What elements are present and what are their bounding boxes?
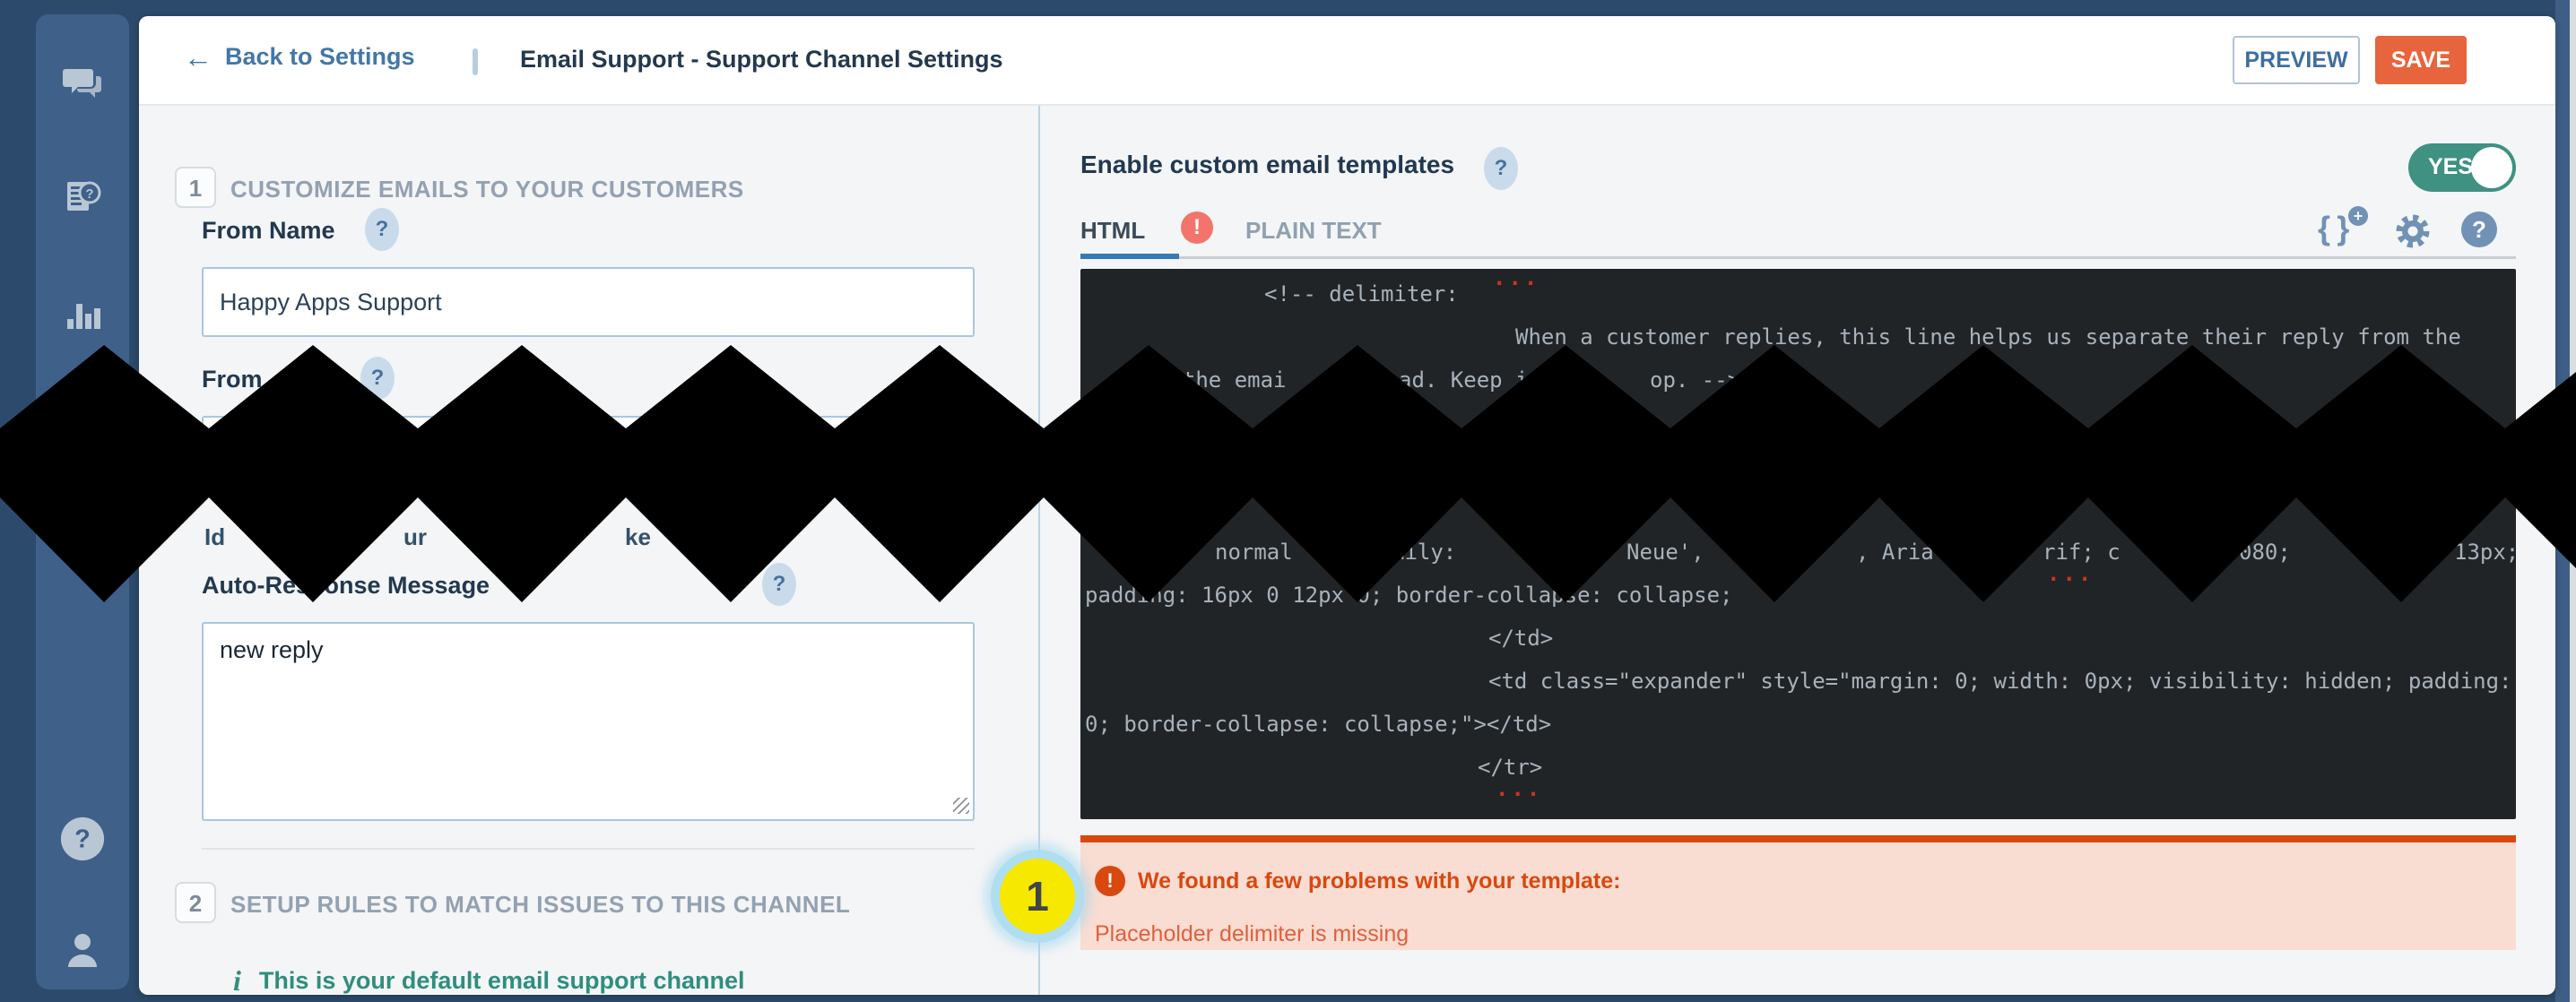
active-tab-underline xyxy=(1080,254,1179,259)
code-text: 080; xyxy=(2239,540,2291,565)
code-text: 0; border-collapse: collapse;"></td> xyxy=(1085,712,1552,737)
html-error-badge: ! xyxy=(1181,212,1213,244)
section-2-title: SETUP RULES TO MATCH ISSUES TO THIS CHAN… xyxy=(230,891,851,918)
gear-icon[interactable] xyxy=(2393,212,2433,255)
enable-templates-toggle[interactable]: YES xyxy=(2408,143,2516,192)
tab-html[interactable]: HTML xyxy=(1080,217,1146,244)
settings-topbar: ← Back to Settings Email Support - Suppo… xyxy=(139,16,2555,106)
from-second-label: From xyxy=(202,366,263,393)
error-title: We found a few problems with your templa… xyxy=(1138,868,1621,894)
section-1-title: CUSTOMIZE EMAILS TO YOUR CUSTOMERS xyxy=(230,176,744,203)
toggle-yes-label: YES xyxy=(2428,154,2474,179)
settings-card: ← Back to Settings Email Support - Suppo… xyxy=(139,16,2555,995)
from-second-help-badge[interactable]: ? xyxy=(360,357,395,400)
section-2-number: 2 xyxy=(175,882,216,923)
code-text: When a customer replies, this line helps… xyxy=(1515,324,2461,350)
tab-plain-text[interactable]: PLAIN TEXT xyxy=(1245,217,1382,244)
code-text: 13px; xyxy=(2454,540,2516,565)
window-scroll-gutter xyxy=(2570,0,2576,1002)
code-text: padding: 16px 0 12px 0; border-collapse:… xyxy=(1085,583,1733,608)
page-title: Email Support - Support Channel Settings xyxy=(520,46,1003,73)
knowledge-base-icon[interactable]: ? xyxy=(59,175,106,221)
enable-templates-help-badge[interactable]: ? xyxy=(1484,147,1518,190)
svg-text:?: ? xyxy=(85,186,93,202)
helper-text-fragment: ur xyxy=(403,523,427,550)
tab-underline-track xyxy=(1080,256,2516,259)
occluded-helper-text: Id ur ke xyxy=(202,523,975,554)
error-title-row: ! We found a few problems with your temp… xyxy=(1095,866,1620,896)
code-text: </tr> xyxy=(1478,755,1543,780)
from-name-help-badge[interactable]: ? xyxy=(365,208,399,251)
code-text: mily: xyxy=(1392,540,1457,565)
code-text: Neue', xyxy=(1626,540,1704,565)
title-separator xyxy=(473,48,478,75)
editor-toolbar: { }+ ? xyxy=(2318,206,2515,255)
code-error-marker: ... xyxy=(1496,776,1543,801)
error-detail: Placeholder delimiter is missing xyxy=(1095,921,1409,946)
conversations-icon[interactable] xyxy=(59,61,106,108)
svg-text:?: ? xyxy=(74,825,91,854)
code-text: normal xyxy=(1215,540,1293,565)
profile-icon[interactable] xyxy=(59,929,106,975)
insert-placeholder-icon[interactable]: { }+ xyxy=(2318,206,2372,253)
section-divider xyxy=(202,848,975,850)
save-button[interactable]: SAVE xyxy=(2375,36,2467,84)
code-error-marker: ... xyxy=(2047,561,2095,586)
window-right-edge xyxy=(2555,0,2570,1002)
annotation-badge: 1 xyxy=(1000,859,1075,934)
sidebar-rail: ? ? xyxy=(36,14,129,989)
enable-templates-label: Enable custom email templates xyxy=(1080,151,1455,178)
info-note-text: This is your default email support chann… xyxy=(258,967,745,994)
code-text: f the emai xyxy=(1157,367,1287,393)
template-error-box: ! We found a few problems with your temp… xyxy=(1080,835,2516,950)
from-name-input[interactable] xyxy=(202,267,975,337)
default-channel-note: i This is your default email support cha… xyxy=(233,964,745,995)
from-second-input[interactable] xyxy=(202,416,975,486)
reports-icon[interactable] xyxy=(59,290,106,337)
auto-response-label: Auto-Response Message xyxy=(202,572,490,599)
help-icon[interactable]: ? xyxy=(59,816,106,862)
info-icon: i xyxy=(233,964,241,995)
helper-text-fragment: ke xyxy=(625,523,651,550)
code-editor[interactable]: ... <!-- delimiter: When a customer replie… xyxy=(1080,269,2516,819)
app-sidebar: ? ? xyxy=(0,0,139,1002)
code-text: <!-- delimiter: xyxy=(1264,281,1459,307)
code-text: op. --> xyxy=(1650,367,1741,393)
plus-icon: + xyxy=(2348,206,2368,226)
code-text: , Aria xyxy=(1856,540,1934,565)
textarea-resize-handle[interactable] xyxy=(953,798,969,814)
error-exclamation-icon: ! xyxy=(1095,866,1125,896)
back-link-label: Back to Settings xyxy=(225,43,415,70)
code-error-marker: ... xyxy=(1493,269,1540,290)
auto-response-help-badge[interactable]: ? xyxy=(762,563,796,606)
auto-response-textarea[interactable]: new reply xyxy=(202,622,975,821)
from-name-label: From Name xyxy=(202,217,335,244)
section-1-number: 1 xyxy=(175,167,216,208)
editor-help-icon[interactable]: ? xyxy=(2461,212,2497,247)
toggle-knob xyxy=(2471,147,2512,188)
helper-text-fragment: Id xyxy=(204,523,226,550)
preview-button[interactable]: PREVIEW xyxy=(2233,36,2360,84)
code-text: ad. Keep i xyxy=(1399,367,1529,393)
back-arrow-icon: ← xyxy=(184,40,212,73)
back-to-settings-link[interactable]: ← Back to Settings xyxy=(184,40,415,73)
code-text: <td class="expander" style="margin: 0; w… xyxy=(1488,669,2512,694)
code-text: </td> xyxy=(1488,626,1554,651)
